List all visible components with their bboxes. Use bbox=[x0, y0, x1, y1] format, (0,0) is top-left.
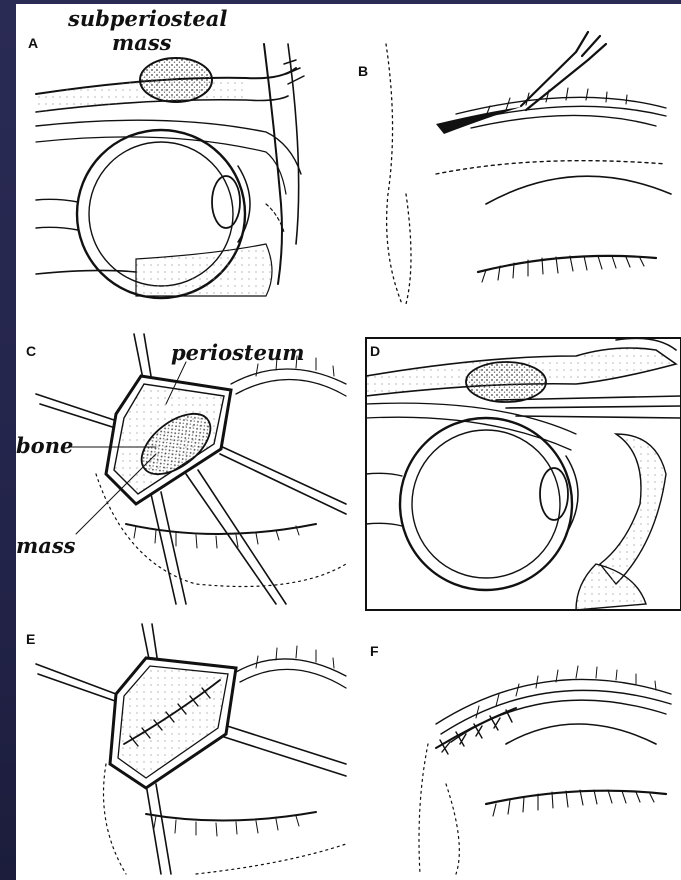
closed-eye-f bbox=[486, 791, 666, 804]
face-contour-b bbox=[406, 194, 411, 304]
eyebrow-e bbox=[236, 659, 346, 688]
globe-inner-d bbox=[412, 430, 560, 578]
panel-a: A subperiosteal mass bbox=[28, 6, 304, 298]
retractor-e-bottom bbox=[146, 784, 171, 874]
panel-b: B bbox=[358, 32, 671, 304]
lid-crease-f bbox=[506, 724, 656, 744]
subperiosteal-label: subperiosteal bbox=[67, 6, 227, 31]
globe-d bbox=[400, 418, 572, 590]
panel-f-letter: F bbox=[370, 643, 379, 659]
retractor-c-bottom bbox=[151, 492, 186, 604]
periosteum-line-a bbox=[36, 120, 301, 174]
levator-d bbox=[366, 403, 576, 450]
frontal-bone-inner bbox=[288, 44, 299, 244]
panel-d: D bbox=[366, 338, 681, 610]
illustration-canvas: A subperiosteal mass B bbox=[16, 4, 681, 880]
mass-label-c: mass bbox=[16, 533, 76, 558]
surgical-illustration-figure: A subperiosteal mass B bbox=[16, 4, 681, 880]
retractor-c-right bbox=[216, 444, 346, 514]
optic-lines-d bbox=[366, 473, 402, 526]
panel-a-letter: A bbox=[28, 35, 38, 51]
eyebrow-f bbox=[436, 679, 671, 742]
bone-label: bone bbox=[16, 433, 73, 458]
suture-marks-a bbox=[284, 60, 304, 84]
panel-c: C periosteum bone mass bbox=[16, 334, 346, 604]
face-profile-f bbox=[419, 744, 459, 874]
periosteum-label: periosteum bbox=[171, 340, 304, 365]
mass-label-a: mass bbox=[112, 30, 172, 55]
panel-c-letter: C bbox=[26, 343, 36, 359]
panel-e-letter: E bbox=[26, 631, 35, 647]
panel-f: F bbox=[370, 643, 671, 874]
mass-d bbox=[466, 362, 546, 402]
eyelashes-f bbox=[493, 790, 654, 816]
retractor-e-left bbox=[36, 664, 118, 702]
panel-d-letter: D bbox=[370, 343, 380, 359]
panel-b-letter: B bbox=[358, 63, 368, 79]
orbital-rim-b bbox=[436, 161, 666, 174]
retractor-d bbox=[496, 396, 681, 418]
face-profile-b bbox=[386, 44, 402, 304]
eyebrow-hairs-e bbox=[256, 646, 334, 668]
eyebrow-c bbox=[231, 369, 346, 396]
levator-line-a bbox=[36, 137, 286, 194]
upper-lid-d bbox=[600, 434, 666, 584]
lid-crease-b bbox=[486, 176, 671, 204]
orbital-floor-a bbox=[136, 244, 272, 296]
eyelashes-b bbox=[482, 256, 644, 282]
closed-eye-e bbox=[146, 812, 316, 821]
optic-lines-a bbox=[36, 199, 78, 230]
panel-e: E bbox=[26, 624, 346, 874]
eyebrow-hairs-b bbox=[486, 88, 627, 116]
lower-lid-d bbox=[576, 564, 646, 610]
retractor-e-right bbox=[221, 724, 346, 776]
subperiosteal-mass-a bbox=[140, 58, 212, 102]
